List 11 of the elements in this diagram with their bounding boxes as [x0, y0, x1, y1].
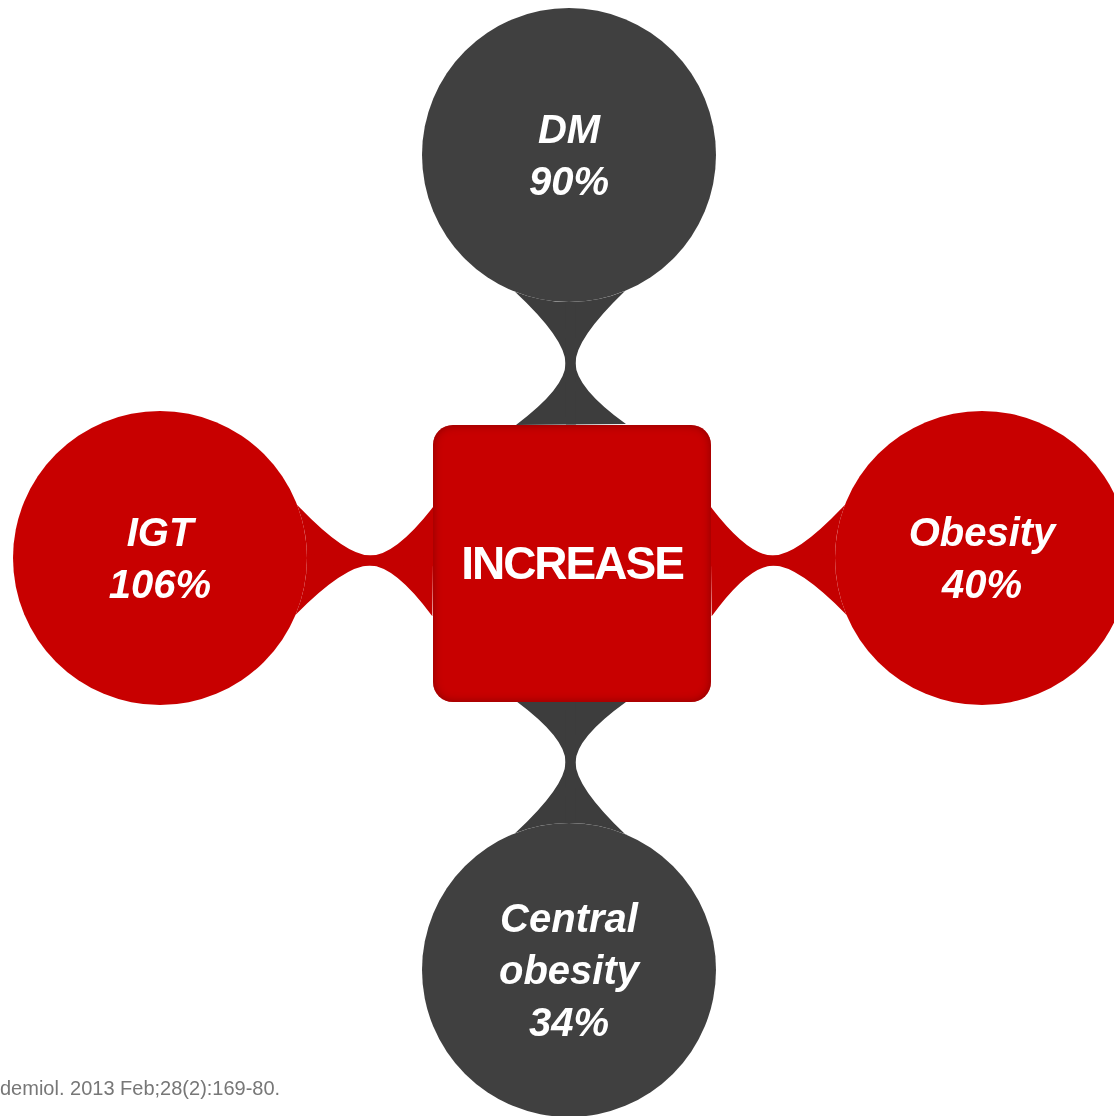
node-title: Central obesity: [497, 895, 642, 994]
percentage-value: 106%: [108, 561, 212, 608]
percentage-value: 90%: [528, 158, 610, 205]
node-title: DM: [537, 106, 601, 153]
citation-text: demiol. 2013 Feb;28(2):169-80.: [0, 1077, 281, 1100]
percentage-value: 40%: [941, 561, 1023, 608]
node-title: IGT: [126, 509, 194, 556]
node-title: Obesity: [908, 509, 1056, 556]
center-label: INCREASE: [461, 537, 683, 589]
percentage-value: 34%: [528, 999, 610, 1046]
rounded-square-node: [433, 424, 711, 702]
